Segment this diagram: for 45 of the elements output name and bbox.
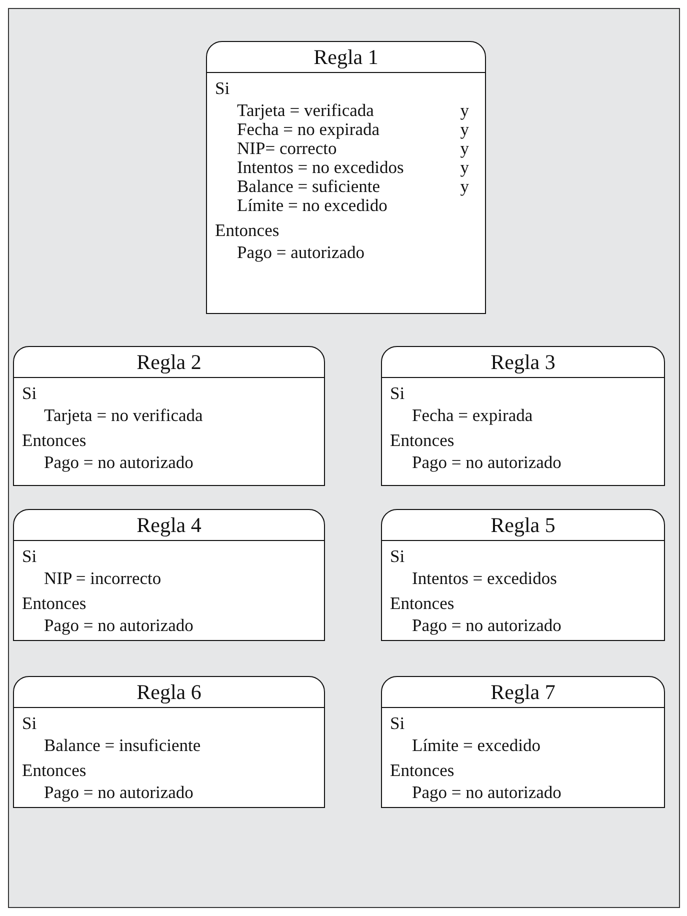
keyword-text: Si <box>22 714 37 733</box>
condition-text: Tarjeta = no verificada <box>43 406 203 425</box>
keyword-text: Si <box>390 384 405 403</box>
condition-text: Límite = no excedido <box>236 196 388 215</box>
rule-title: Regla 5 <box>382 510 664 541</box>
condition-text: NIP = incorrecto <box>43 569 162 588</box>
condition-text: Pago = no autorizado <box>43 616 194 635</box>
keyword-text: Si <box>215 79 230 98</box>
keyword-text: Si <box>22 384 37 403</box>
condition-text: Balance = suficiente <box>236 177 380 196</box>
keyword-text: Si <box>390 547 405 566</box>
rule-title: Regla 6 <box>14 677 324 708</box>
condition-text: Pago = autorizado <box>236 243 364 262</box>
conjunction-text: y <box>460 158 469 177</box>
condition-text: Intentos = no excedidos <box>236 158 404 177</box>
conjunction-text: y <box>460 177 469 196</box>
rule-title: Regla 3 <box>382 347 664 378</box>
keyword-text: Entonces <box>22 761 86 780</box>
condition-text: Tarjeta = verificada <box>236 101 374 120</box>
keyword-text: Entonces <box>215 221 280 240</box>
condition-text: NIP= correcto <box>236 139 337 158</box>
rule-title: Regla 7 <box>382 677 664 708</box>
condition-text: Balance = insuficiente <box>43 736 201 755</box>
condition-text: Pago = no autorizado <box>43 783 194 802</box>
keyword-text: Si <box>22 547 37 566</box>
keyword-text: Entonces <box>22 594 86 613</box>
rule-title: Regla 4 <box>14 510 324 541</box>
condition-text: Pago = no autorizado <box>411 783 562 802</box>
rule-title: Regla 2 <box>14 347 324 378</box>
keyword-text: Entonces <box>22 431 86 450</box>
condition-text: Pago = no autorizado <box>411 453 562 472</box>
keyword-text: Si <box>390 714 405 733</box>
condition-text: Pago = no autorizado <box>43 453 194 472</box>
keyword-text: Entonces <box>390 761 454 780</box>
keyword-text: Entonces <box>390 431 454 450</box>
keyword-text: Entonces <box>390 594 454 613</box>
conjunction-text: y <box>460 101 469 120</box>
condition-text: Fecha = expirada <box>411 406 533 425</box>
condition-text: Intentos = excedidos <box>411 569 557 588</box>
condition-text: Límite = excedido <box>411 736 540 755</box>
rule-title: Regla 1 <box>207 42 485 73</box>
conjunction-text: y <box>460 139 469 158</box>
condition-text: Fecha = no expirada <box>236 120 380 139</box>
condition-text: Pago = no autorizado <box>411 616 562 635</box>
conjunction-text: y <box>460 120 469 139</box>
